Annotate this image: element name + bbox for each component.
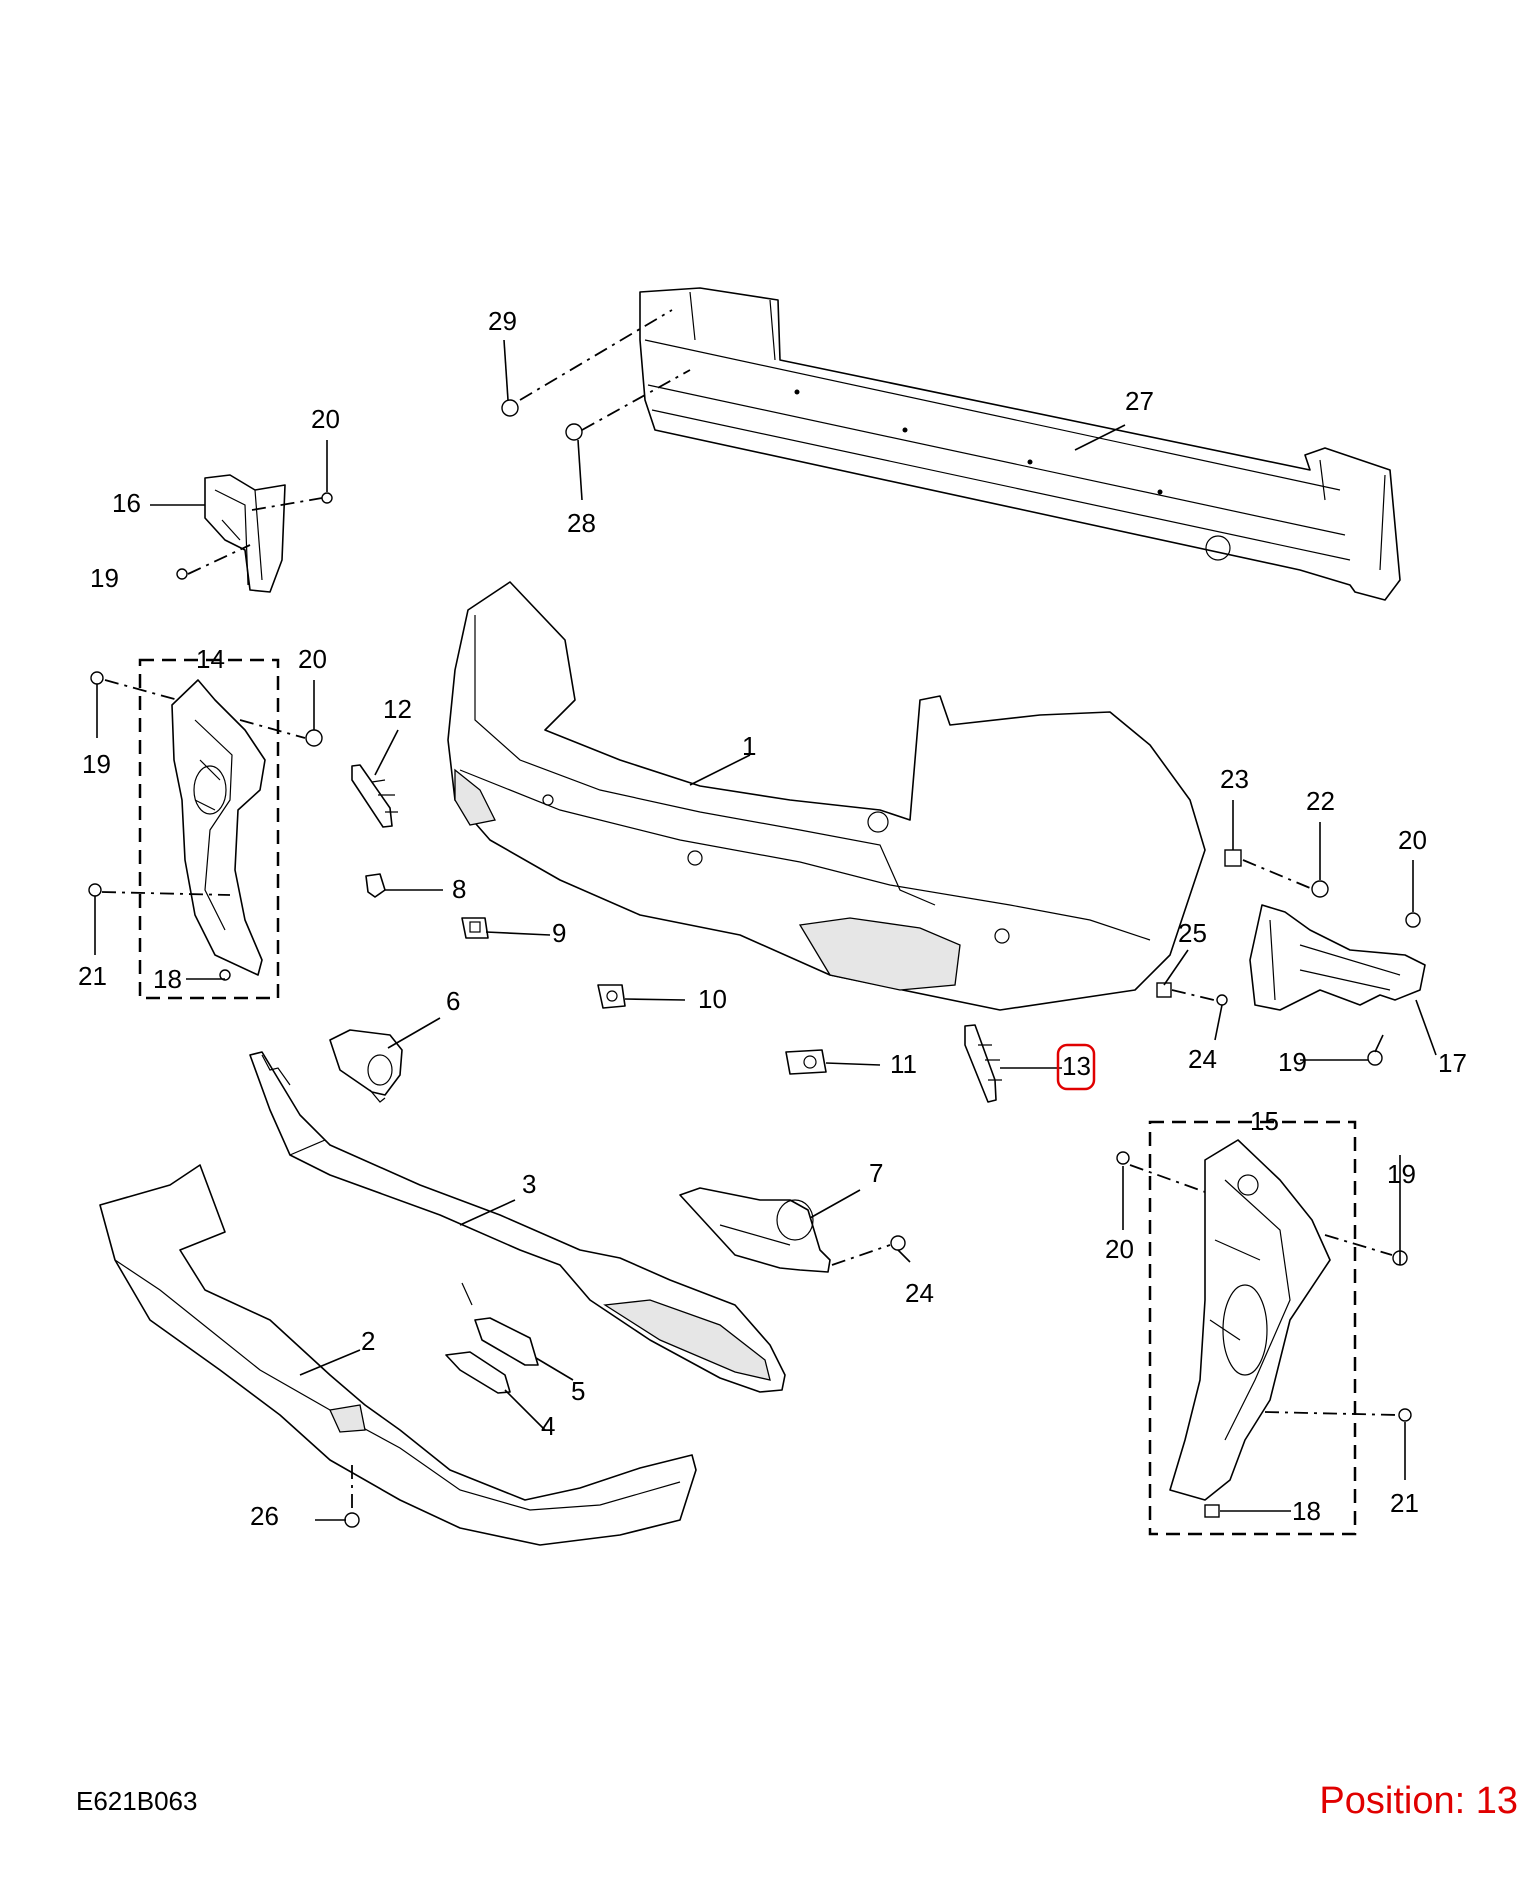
part-27-reinforcement-beam[interactable] bbox=[639, 287, 1401, 601]
callout-24-lower[interactable]: 24 bbox=[905, 1278, 934, 1308]
fastener-20-upper-left bbox=[321, 492, 333, 504]
callout-23[interactable]: 23 bbox=[1220, 764, 1249, 794]
callout-25[interactable]: 25 bbox=[1178, 918, 1207, 948]
part-11-clip[interactable] bbox=[785, 1049, 827, 1075]
part-10-clip[interactable] bbox=[597, 984, 626, 1009]
callout-1[interactable]: 1 bbox=[742, 731, 756, 761]
part-16-upper-left-bracket[interactable] bbox=[204, 474, 286, 593]
fastener-21-left bbox=[88, 883, 102, 897]
callout-20-lower-right[interactable]: 20 bbox=[1105, 1234, 1134, 1264]
fastener-19-left bbox=[90, 671, 104, 685]
position-highlight bbox=[1056, 1043, 1096, 1091]
callout-26[interactable]: 26 bbox=[250, 1501, 279, 1531]
callout-15[interactable]: 15 bbox=[1250, 1106, 1279, 1136]
assembly-lines bbox=[101, 309, 1399, 1512]
callout-22[interactable]: 22 bbox=[1306, 786, 1335, 816]
part-13-small-bracket[interactable] bbox=[964, 1024, 1002, 1103]
part-4-trim-piece[interactable] bbox=[445, 1351, 511, 1394]
part-3-lower-valance[interactable] bbox=[249, 1051, 786, 1393]
callout-13[interactable]: 13 bbox=[1062, 1051, 1091, 1081]
position-label: Position: 13 bbox=[1319, 1780, 1518, 1822]
callout-19-lower-right[interactable]: 19 bbox=[1387, 1159, 1416, 1189]
callouts: 1 2 3 4 5 6 7 8 9 10 11 12 13 14 15 16 1… bbox=[78, 306, 1467, 1531]
callout-19-left[interactable]: 19 bbox=[82, 749, 111, 779]
part-14-left-side-bracket[interactable] bbox=[171, 679, 266, 976]
part-17-right-upper-bracket[interactable] bbox=[1249, 904, 1426, 1011]
fastener-19-right-upper bbox=[1367, 1050, 1383, 1066]
fastener-25 bbox=[1156, 982, 1172, 998]
callout-29[interactable]: 29 bbox=[488, 306, 517, 336]
part-7-right-housing[interactable] bbox=[679, 1187, 831, 1273]
callout-19-right-upper[interactable]: 19 bbox=[1278, 1047, 1307, 1077]
fastener-20-lower-right bbox=[1116, 1151, 1130, 1165]
fastener-20-right bbox=[1405, 912, 1421, 928]
callout-7[interactable]: 7 bbox=[869, 1158, 883, 1188]
part-14-group-box bbox=[138, 658, 280, 1000]
callout-9[interactable]: 9 bbox=[552, 918, 566, 948]
callout-27[interactable]: 27 bbox=[1125, 386, 1154, 416]
callout-18-right[interactable]: 18 bbox=[1292, 1496, 1321, 1526]
fastener-18-right bbox=[1204, 1504, 1220, 1518]
callout-20-upper-left[interactable]: 20 bbox=[311, 404, 340, 434]
callout-17[interactable]: 17 bbox=[1438, 1048, 1467, 1078]
callout-4[interactable]: 4 bbox=[541, 1411, 555, 1441]
fastener-29 bbox=[501, 399, 519, 417]
leader-lines bbox=[94, 339, 1437, 1521]
callout-21-right[interactable]: 21 bbox=[1390, 1488, 1419, 1518]
callout-21-left[interactable]: 21 bbox=[78, 961, 107, 991]
callout-20-right[interactable]: 20 bbox=[1398, 825, 1427, 855]
fastener-23 bbox=[1224, 849, 1242, 867]
callout-12[interactable]: 12 bbox=[383, 694, 412, 724]
callout-28[interactable]: 28 bbox=[567, 508, 596, 538]
part-5-trim-piece[interactable] bbox=[461, 1282, 539, 1366]
callout-18-left[interactable]: 18 bbox=[153, 964, 182, 994]
part-9-clip[interactable] bbox=[461, 917, 489, 939]
part-1-bumper-cover[interactable] bbox=[447, 581, 1206, 1011]
part-8-clip[interactable] bbox=[365, 873, 386, 898]
part-12-small-bracket[interactable] bbox=[351, 764, 398, 828]
fasteners bbox=[88, 399, 1421, 1528]
part-2-lower-panel[interactable] bbox=[99, 1164, 697, 1546]
fastener-21-right bbox=[1398, 1408, 1412, 1422]
part-6-left-housing[interactable] bbox=[329, 1029, 403, 1103]
fastener-20-left bbox=[305, 729, 323, 747]
fastener-24-upper bbox=[1216, 994, 1228, 1006]
callout-8[interactable]: 8 bbox=[452, 874, 466, 904]
fastener-28 bbox=[565, 423, 583, 441]
callout-19-upper-left[interactable]: 19 bbox=[90, 563, 119, 593]
part-15-right-side-bracket[interactable] bbox=[1169, 1139, 1331, 1501]
callout-20-left[interactable]: 20 bbox=[298, 644, 327, 674]
callout-2[interactable]: 2 bbox=[361, 1326, 375, 1356]
fastener-26 bbox=[344, 1512, 360, 1528]
callout-11[interactable]: 11 bbox=[890, 1049, 917, 1079]
callout-5[interactable]: 5 bbox=[571, 1376, 585, 1406]
diagram-code-label: E621B063 bbox=[76, 1786, 198, 1816]
callout-16[interactable]: 16 bbox=[112, 488, 141, 518]
callout-10[interactable]: 10 bbox=[698, 984, 727, 1014]
callout-24-upper[interactable]: 24 bbox=[1188, 1044, 1217, 1074]
fastener-19-upper-left bbox=[176, 568, 188, 580]
callout-6[interactable]: 6 bbox=[446, 986, 460, 1016]
fastener-24-lower bbox=[890, 1235, 906, 1251]
fastener-22 bbox=[1311, 880, 1329, 898]
callout-14[interactable]: 14 bbox=[196, 644, 225, 674]
fastener-18-left bbox=[219, 969, 231, 981]
callout-3[interactable]: 3 bbox=[522, 1169, 536, 1199]
